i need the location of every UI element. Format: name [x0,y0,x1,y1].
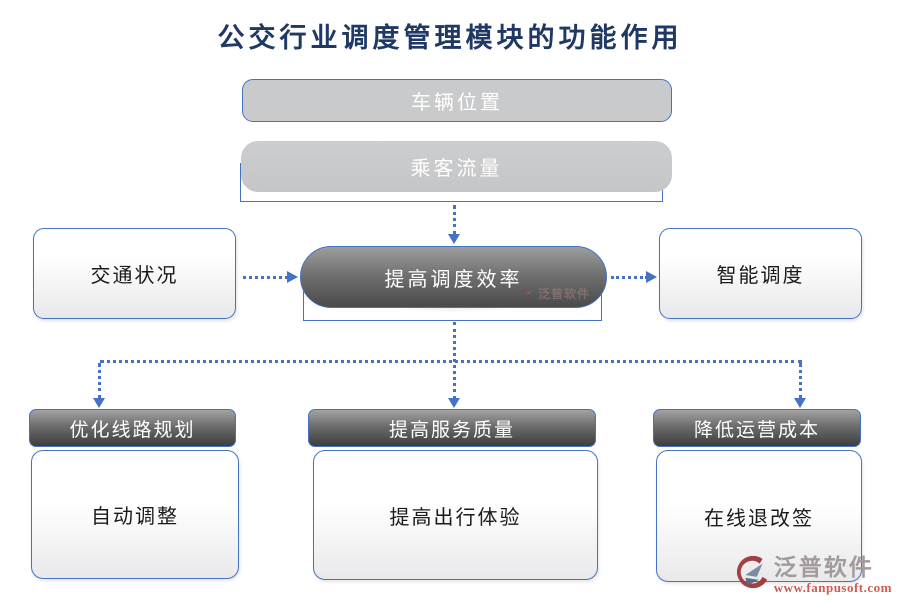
body-auto-adjust-label: 自动调整 [91,506,179,528]
fanpu-logo-icon [736,556,767,589]
body-improve-travel-experience-label: 提高出行体验 [389,506,522,529]
header-optimize-route-planning: 优化线路规划 [29,409,236,447]
node-improve-dispatch-efficiency: 提高调度效率 泛普软件 [300,246,607,308]
node-smart-dispatch-label: 智能调度 [716,265,805,287]
node-smart-dispatch: 智能调度 [659,228,862,319]
fanpu-brand: 泛普软件 [773,555,874,580]
body-improve-travel-experience: 提高出行体验 [313,450,598,580]
node-traffic-status-label: 交通状况 [90,265,179,287]
center-watermark-text: 泛普软件 [537,287,590,301]
header-reduce-operating-cost: 降低运营成本 [653,409,861,447]
arrow-traffic-to-center-line [243,276,288,279]
node-improve-dispatch-efficiency-label: 提高调度效率 [384,268,523,291]
arrow-center-to-smart-line [611,276,648,279]
tree-right-arrow-head [794,398,806,408]
header-reduce-operating-cost-label: 降低运营成本 [693,419,820,441]
arrow-passenger-to-center-line [453,205,456,235]
header-optimize-route-planning-label: 优化线路规划 [69,419,196,441]
fanpu-url: www.fanpusoft.com [773,580,892,595]
node-passenger-flow: 乘客流量 [241,141,672,192]
header-improve-service-quality: 提高服务质量 [308,409,596,447]
tree-center-arrow-head [448,398,460,408]
node-traffic-status: 交通状况 [33,228,236,319]
arrow-passenger-to-center-head [448,234,460,244]
arrow-center-to-smart-head [646,271,657,283]
tree-horizontal-line [100,360,802,363]
tree-left-vertical-line [98,363,101,399]
node-vehicle-position-label: 车辆位置 [411,92,503,114]
fanpu-logo-text: 泛普软件 www.fanpusoft.com [774,556,892,594]
arrow-traffic-to-center-head [287,271,298,283]
node-vehicle-position: 车辆位置 [242,79,672,122]
body-auto-adjust: 自动调整 [31,450,239,579]
fanpu-logo-icon [523,287,534,298]
center-watermark: 泛普软件 [522,285,590,302]
header-improve-service-quality-label: 提高服务质量 [388,419,515,441]
tree-right-vertical-line [799,363,802,399]
body-online-refund-change-label: 在线退改签 [704,507,814,530]
tree-left-arrow-head [93,398,105,408]
fanpu-logo: 泛普软件 www.fanpusoft.com [734,556,892,594]
node-passenger-flow-label: 乘客流量 [410,158,503,180]
page-title: 公交行业调度管理模块的功能作用 [217,23,683,53]
